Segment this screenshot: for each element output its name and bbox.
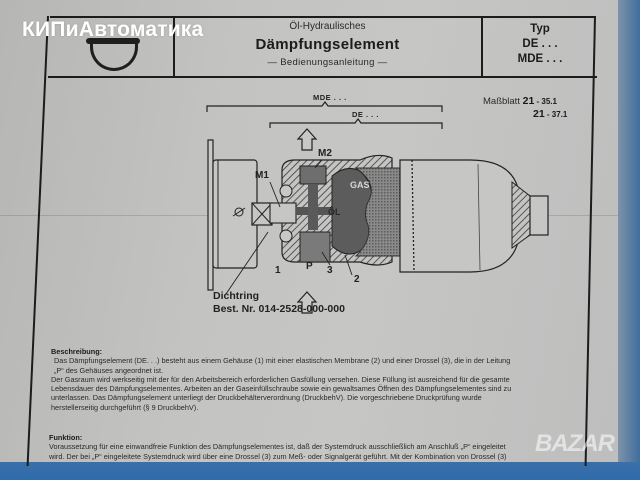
- document-subtitle-bottom: — Bedienungsanleitung —: [267, 57, 388, 68]
- funktion-line: Voraussetzung für eine einwandfreie Funk…: [49, 442, 506, 452]
- label-2: 2: [354, 274, 360, 285]
- sealing-ring-label: Dichtring: [213, 290, 260, 302]
- header-divider-right: [481, 16, 483, 76]
- massblatt-ref2-minor: - 37.1: [544, 110, 568, 119]
- label-p: P: [306, 261, 313, 272]
- massblatt-ref2-major: 21: [533, 108, 545, 120]
- type-box: Typ DE . . . MDE . . .: [490, 22, 590, 67]
- type-label: Typ: [530, 23, 550, 35]
- beschreibung-heading: Beschreibung:: [51, 347, 103, 356]
- document-title: Dämpfungselement: [255, 36, 400, 53]
- header-bottom-border: [48, 76, 597, 78]
- beschreibung-line: herstellerseitig durchgeführt (§ 9 Druck…: [51, 402, 199, 412]
- beschreibung-line: unterlassen. Das Dämpfungselement unterl…: [51, 393, 482, 403]
- sealing-ring-note: Dichtring Best. Nr. 014-2528-000-000: [213, 290, 345, 316]
- funktion-line: wird. Der bei „P“ eingeleitete Systemdru…: [49, 451, 507, 461]
- sealing-ring-part-number: Best. Nr. 014-2528-000-000: [213, 303, 345, 315]
- header-top-border: [50, 16, 595, 18]
- section-beschreibung: Beschreibung: Das Dämpfungselement (DE. …: [51, 347, 581, 412]
- header-divider-left: [173, 17, 175, 77]
- brace-label-de: DE . . .: [352, 110, 379, 119]
- company-logo: [90, 38, 138, 71]
- massblatt-ref1-major: 21: [522, 95, 535, 107]
- label-m2: M2: [318, 148, 332, 159]
- background-surface-bottom: [0, 462, 640, 480]
- brace-label-mde: MDE . . .: [313, 93, 347, 102]
- section-funktion: Funktion: Voraussetzung für eine einwand…: [49, 433, 579, 461]
- beschreibung-line: „P“ des Gehäuses angeordnet ist.: [54, 365, 164, 375]
- label-3: 3: [327, 265, 333, 276]
- massblatt-reference: Maßblatt 21 - 35.1 21 - 37.1: [483, 95, 567, 120]
- label-gas: GAS: [350, 180, 370, 190]
- watermark-bazar: BAZAR: [535, 430, 615, 457]
- watermark-kipiavtomatika: КИПиАвтоматика: [22, 18, 204, 41]
- beschreibung-line: Lebensdauer des Dämpfungselementes. Arbe…: [51, 384, 512, 394]
- funktion-heading: Funktion:: [49, 433, 83, 442]
- label-oil: ÖL: [328, 207, 341, 217]
- beschreibung-line: Der Gasraum wird werkseitig mit der für …: [51, 374, 510, 384]
- massblatt-ref1-minor: - 35.1: [534, 97, 557, 106]
- label-1: 1: [275, 265, 281, 276]
- type-de: DE . . .: [522, 38, 558, 50]
- massblatt-label: Maßblatt: [483, 96, 520, 107]
- label-m1: M1: [255, 170, 269, 181]
- background-surface: [618, 0, 640, 480]
- type-mde: MDE . . .: [517, 53, 563, 65]
- beschreibung-line: Das Dämpfungselement (DE. . .) besteht a…: [54, 356, 511, 366]
- document-subtitle-top: Öl-Hydraulisches: [289, 21, 366, 32]
